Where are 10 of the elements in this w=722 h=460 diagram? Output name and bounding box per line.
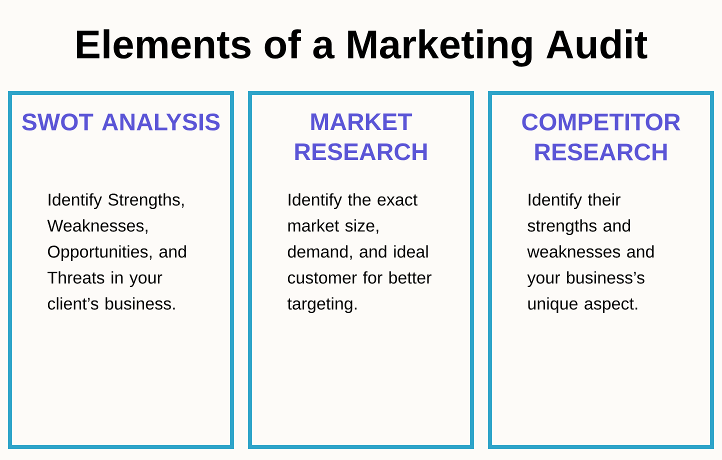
card-text: Identify their strengths and weaknesses and your business’s unique aspect. [527, 193, 654, 314]
card-heading: MARKET RESEARCH [295, 114, 427, 160]
title: Elements of a Marketing Audit [76, 29, 648, 67]
card [488, 91, 714, 449]
card-text: Identify the exact market size, demand, and ideal customer for better targeting. [287, 193, 432, 314]
card-heading: COMPETITOR RESEARCH [522, 114, 680, 161]
card [8, 91, 234, 449]
card-text: Identify Strengths, Weaknesses, Opportunities, and Threats in your client’s business. [47, 193, 186, 310]
card [248, 91, 474, 449]
card-heading: SWOT ANALYSIS [22, 114, 220, 131]
